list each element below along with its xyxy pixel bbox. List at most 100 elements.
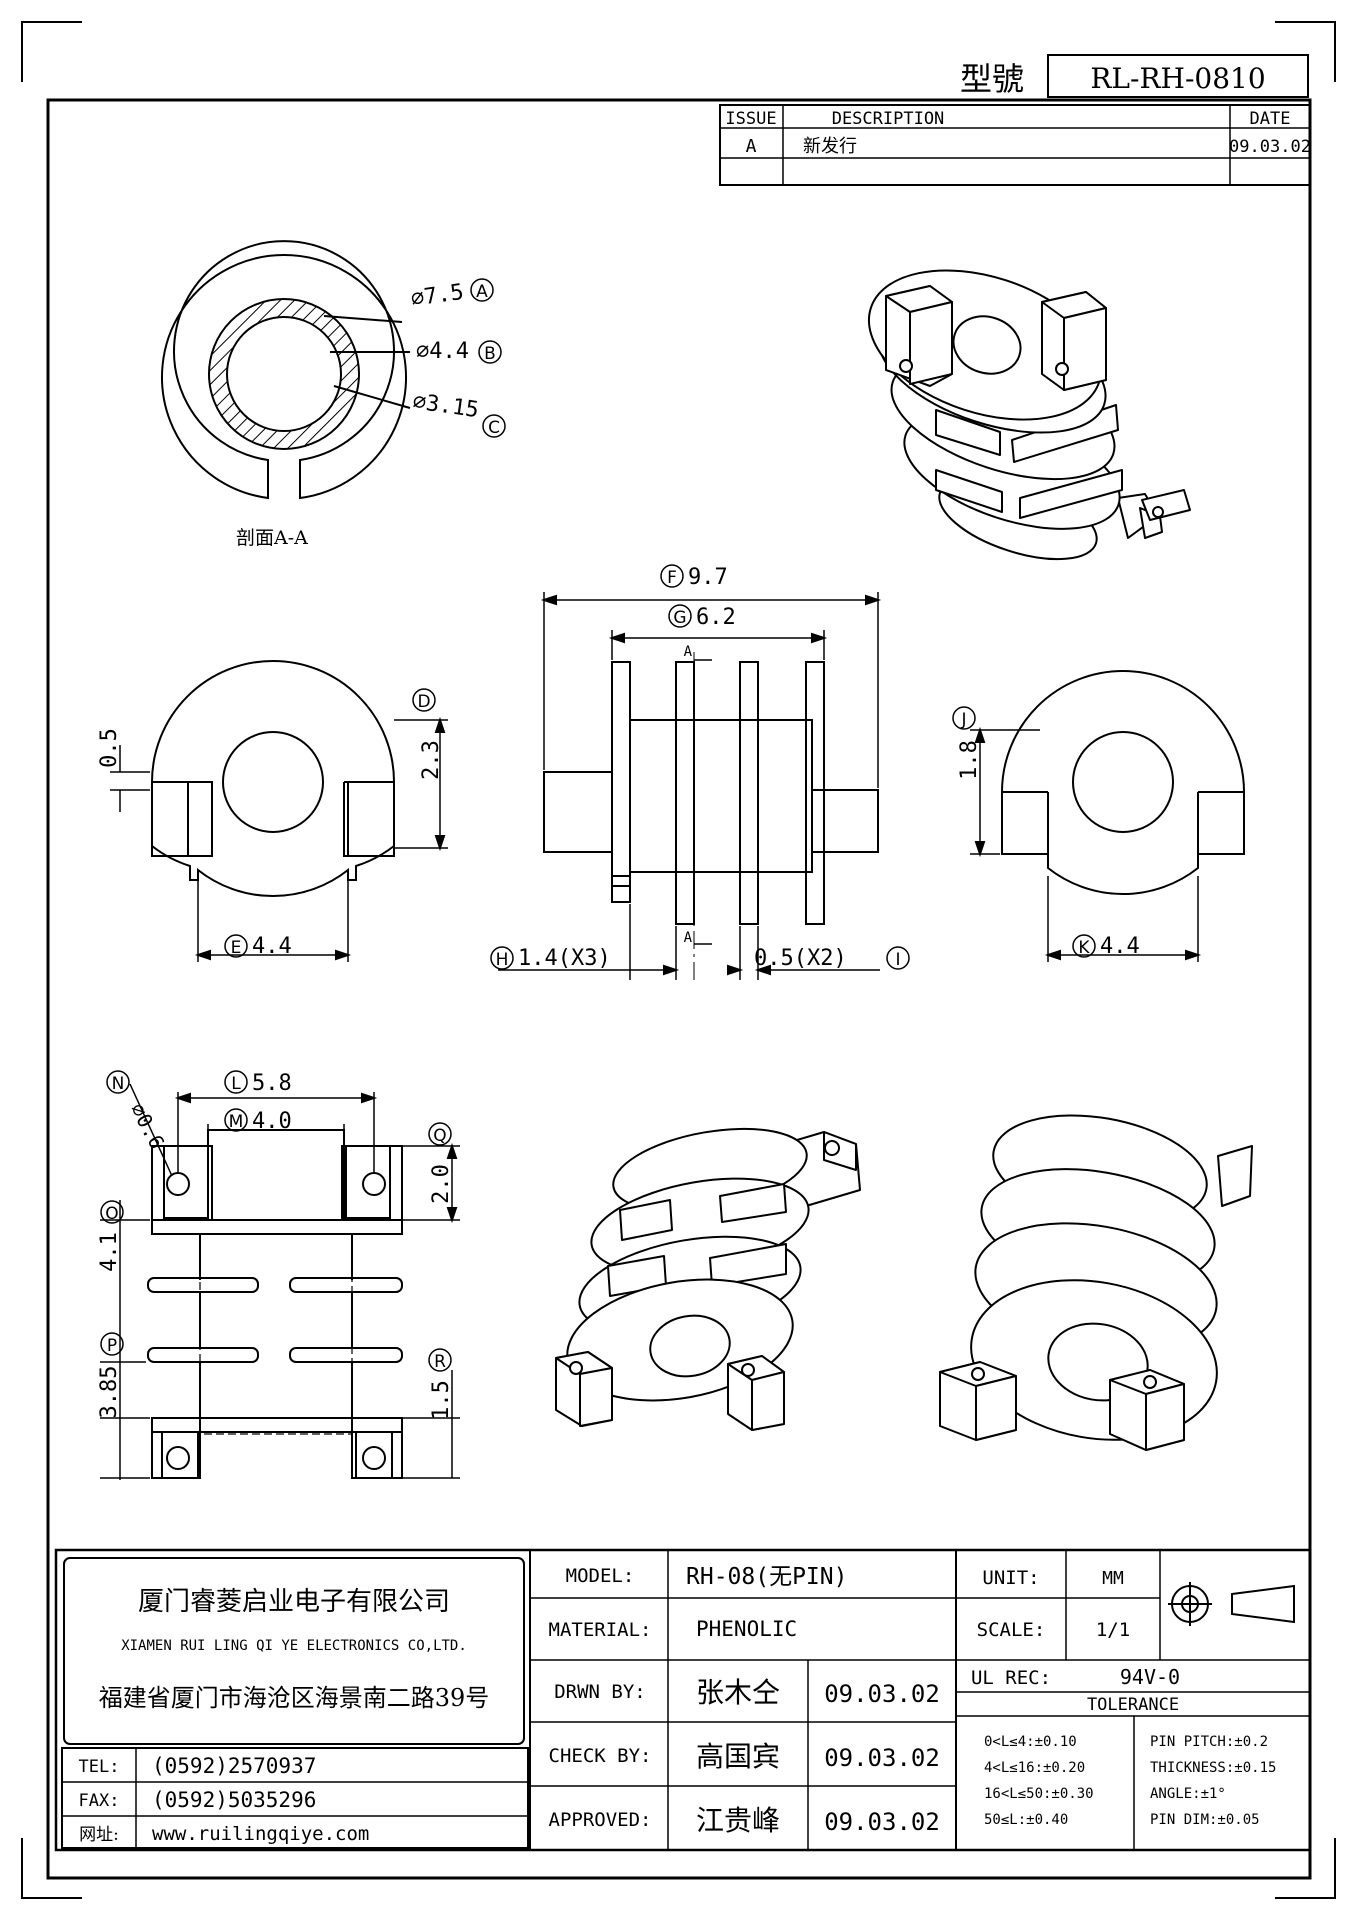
section-view [161, 240, 411, 500]
tolerance-title: TOLERANCE [1087, 1695, 1179, 1715]
company-name-cn: 厦门睿菱启业电子有限公司 [138, 1587, 450, 1617]
tel-value: (0592)2570937 [152, 1754, 316, 1778]
dim-B-value: ⌀4.4 [416, 339, 469, 364]
corner-marks [21, 21, 1336, 1899]
tel-label: TEL: [79, 1757, 120, 1777]
dim-O-id: O [105, 1204, 118, 1224]
dim-E-value: 4.4 [252, 934, 292, 959]
scale-value: 1/1 [1096, 1619, 1130, 1641]
dim-L-value: 5.8 [252, 1071, 292, 1096]
check-label: CHECK BY: [549, 1745, 652, 1767]
dim-Q-id: Q [433, 1126, 446, 1146]
model-label: 型號 [960, 60, 1024, 98]
drawn-name: 张木仝 [696, 1676, 780, 1709]
ul-label: UL REC: [971, 1667, 1051, 1689]
rev-header-date: DATE [1250, 109, 1291, 129]
dim-J-value: 1.8 [957, 740, 982, 780]
drawn-label: DRWN BY: [554, 1681, 646, 1703]
iso-view-bottom-center [555, 1127, 861, 1431]
side-view [498, 592, 882, 980]
company-name-en: XIAMEN RUI LING QI YE ELECTRONICS CO,LTD… [121, 1638, 467, 1654]
tolerance-right-1: THICKNESS:±0.15 [1150, 1760, 1276, 1776]
unit-label: UNIT: [982, 1567, 1039, 1589]
unit-value: MM [1102, 1568, 1124, 1589]
front-view-labels: D 2.3 0.5 E 4.4 [97, 688, 444, 959]
dim-O-value: 4.1 [97, 1232, 122, 1272]
bottom-view [100, 1083, 460, 1480]
dim-P-value: 3.85 [97, 1366, 122, 1419]
header-model: 型號 RL-RH-0810 [960, 54, 1309, 98]
iso-view-top [867, 269, 1191, 561]
dim-H-value: 1.4(X3) [518, 946, 611, 971]
dim-F-id: F [667, 568, 677, 588]
dim-A-value: ⌀7.5 [409, 280, 465, 312]
tolerance-right-0: PIN PITCH:±0.2 [1150, 1734, 1268, 1750]
tolerance-right-3: PIN DIM:±0.05 [1150, 1812, 1260, 1828]
approved-label: APPROVED: [549, 1809, 652, 1831]
dim-G-id: G [673, 608, 686, 628]
dim-B-id: B [484, 344, 496, 364]
title-block [54, 1548, 1312, 1852]
front-view [110, 660, 448, 962]
dim-C-value: ⌀3.15 [411, 389, 480, 423]
scale-label: SCALE: [977, 1619, 1046, 1641]
dim-D-id: D [417, 692, 430, 712]
dim-C-id: C [488, 418, 500, 438]
web-value: www.ruilingqiye.com [152, 1823, 369, 1845]
dim-M-value: 4.0 [252, 1109, 292, 1134]
section-title: 剖面A-A [236, 527, 308, 549]
right-view [970, 670, 1245, 962]
rev-row-description: 新发行 [803, 136, 857, 157]
rev-row-issue: A [746, 136, 757, 157]
check-date: 09.03.02 [824, 1744, 940, 1772]
ul-value: 94V-0 [1120, 1665, 1180, 1689]
dim-M-id: M [229, 1112, 244, 1132]
drawn-date: 09.03.02 [824, 1680, 940, 1708]
model-field-value: RH-08(无PIN) [686, 1564, 847, 1590]
iso-view-bottom-right [939, 1114, 1253, 1451]
company-address: 福建省厦门市海沧区海景南二路39号 [99, 1684, 490, 1712]
dim-L-id: L [231, 1074, 241, 1094]
dim-I-id: I [895, 950, 900, 970]
tolerance-left-0: 0<L≤4:±0.10 [984, 1734, 1077, 1750]
sheet-border [46, 98, 1312, 1880]
approved-name: 江贵峰 [696, 1804, 780, 1837]
rev-header-issue: ISSUE [725, 109, 776, 129]
revision-table: ISSUE DESCRIPTION DATE A 新发行 09.03.02 [719, 104, 1311, 186]
section-mark-bottom: A [684, 930, 693, 946]
web-label: 网址: [79, 1825, 119, 1845]
material-label: MATERIAL: [549, 1619, 652, 1641]
check-name: 高国宾 [696, 1740, 780, 1773]
right-view-labels: J 1.8 K 4.4 [952, 706, 1140, 959]
dim-R-id: R [434, 1352, 446, 1372]
tolerance-left-2: 16<L≤50:±0.30 [984, 1786, 1094, 1802]
dim-J-id: J [960, 710, 966, 730]
dim-K-value: 4.4 [1100, 934, 1140, 959]
dim-D-value: 2.3 [419, 740, 444, 780]
tolerance-left-3: 50≤L:±0.40 [984, 1812, 1068, 1828]
dim-I-value: 0.5(X2) [754, 946, 847, 971]
dim-K-id: K [1078, 938, 1090, 958]
tolerance-right-2: ANGLE:±1° [1150, 1786, 1226, 1802]
approved-date: 09.03.02 [824, 1808, 940, 1836]
dim-E-id: E [231, 938, 242, 958]
dim-Q-value: 2.0 [429, 1164, 454, 1204]
model-field-label: MODEL: [566, 1565, 635, 1587]
section-mark-top: A [684, 644, 693, 660]
bottom-view-labels: L 5.8 M 4.0 N ⌀0.6 O 4.1 P 3.85 Q 2.0 R … [97, 1070, 454, 1420]
dim-N-value: ⌀0.6 [126, 1099, 170, 1153]
dim-A-id: A [476, 282, 488, 302]
rev-row-date: 09.03.02 [1229, 137, 1311, 157]
dim-N-id: N [112, 1074, 125, 1094]
dim-G-value: 6.2 [696, 605, 736, 630]
fax-value: (0592)5035296 [152, 1788, 316, 1812]
side-view-labels: F 9.7 G 6.2 A A H 1.4(X3) 0.5(X2) I [490, 564, 910, 971]
rev-header-description: DESCRIPTION [832, 109, 945, 129]
dim-front-small: 0.5 [97, 728, 122, 768]
dim-P-id: P [107, 1336, 117, 1356]
dim-F-value: 9.7 [688, 565, 728, 590]
projection-symbol [1168, 1582, 1295, 1626]
material-value: PHENOLIC [696, 1617, 797, 1641]
fax-label: FAX: [79, 1791, 120, 1811]
